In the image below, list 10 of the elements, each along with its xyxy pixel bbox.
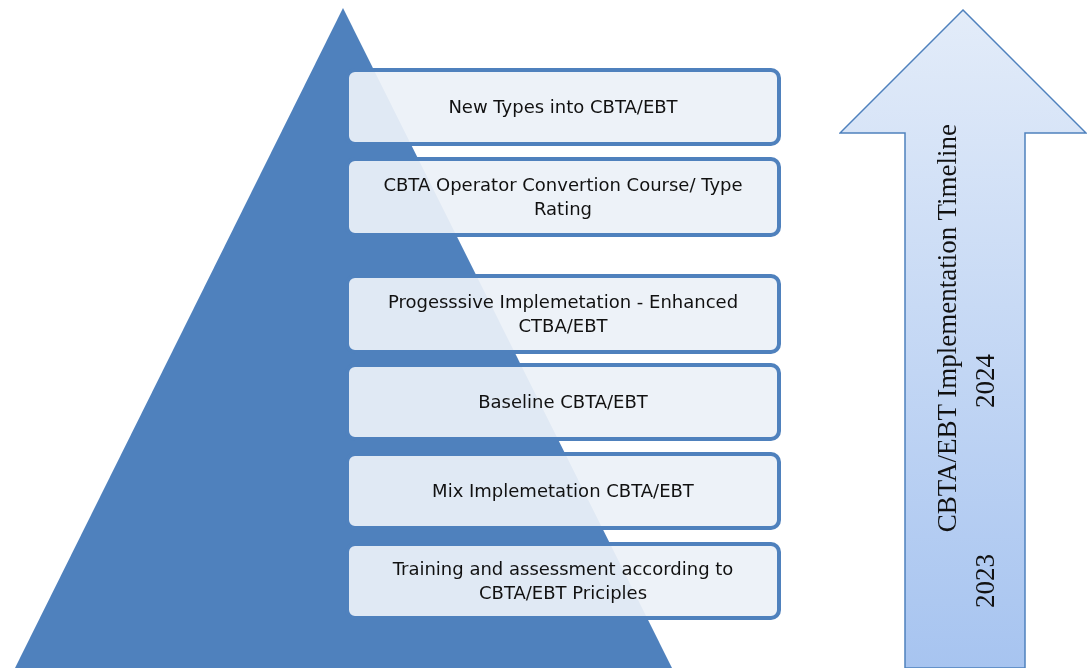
- timeline-title: CBTA/EBT Implementation Timeline: [934, 124, 961, 533]
- year-label: 2023: [972, 554, 999, 608]
- stage-text: Training and assessment according to CBTA/EBT Priciples: [391, 556, 735, 605]
- year-label: 2024: [972, 354, 999, 408]
- stage-text: Progesssive Implemetation - Enhanced CTBA/EBT: [386, 289, 740, 338]
- stage-text: Mix Implemetation CBTA/EBT: [432, 478, 694, 503]
- stage-text: CBTA Operator Convertion Course/ Type Rating: [382, 172, 744, 221]
- stage-text: Baseline CBTA/EBT: [478, 389, 648, 414]
- timeline-arrow: [839, 9, 1087, 668]
- stage-text: New Types into CBTA/EBT: [448, 94, 678, 119]
